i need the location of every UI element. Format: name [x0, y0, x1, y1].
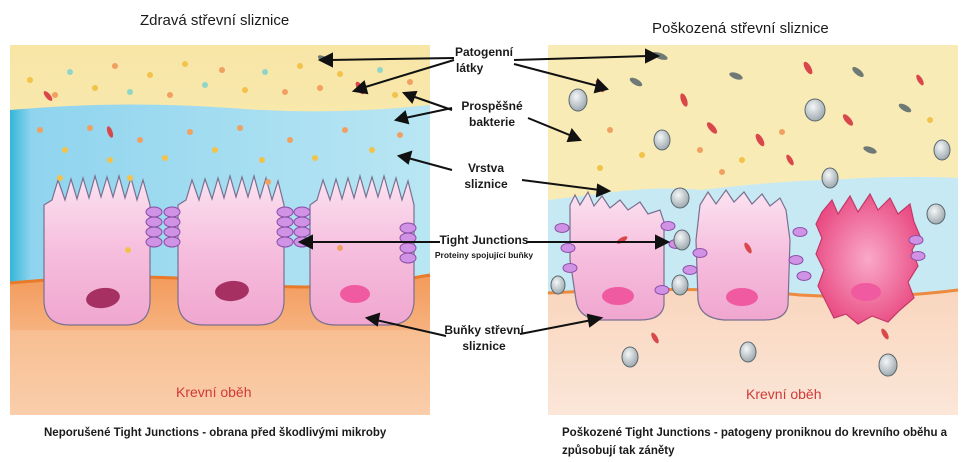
tight-junction [399, 222, 417, 264]
cell-nucleus [340, 285, 370, 303]
healthy-panel [9, 45, 431, 415]
beneficial-bacteria [27, 61, 413, 253]
label-epithelial-cells: Buňky střevní sliznice [436, 322, 532, 354]
label-beneficial-line2: bakterie [468, 115, 516, 129]
label-pathogens: Patogenní látky [444, 44, 524, 76]
epithelial-cell [177, 173, 285, 326]
caption-damaged-line1: Poškozené Tight Junctions - patogeny pro… [562, 427, 948, 439]
cell-nucleus [86, 287, 120, 309]
damaged-panel-title: Poškozená střevní sliznice [652, 20, 829, 37]
caption-damaged: Poškozené Tight Junctions - patogeny pro… [562, 424, 962, 460]
blood-label-healthy: Krevní oběh [176, 384, 252, 400]
label-cells-line2: sliznice [462, 339, 506, 353]
beneficial-bacteria [597, 117, 933, 175]
epithelial-cell [309, 173, 415, 326]
healthy-panel-title: Zdravá střevní sliznice [140, 12, 290, 29]
cell-nucleus [602, 287, 634, 305]
label-mucus-layer: Vrstva sliznice [446, 160, 526, 192]
epithelial-cell [43, 173, 151, 326]
label-cells-line1: Buňky střevní [444, 323, 524, 337]
label-beneficial-line1: Prospěšné [461, 99, 523, 113]
blood-lower [10, 330, 430, 415]
blood-label-damaged: Krevní oběh [746, 386, 822, 402]
label-mucus-line2: sliznice [464, 177, 508, 191]
label-tight-junctions-sub: Proteiny spojující buňky [434, 250, 534, 260]
caption-healthy: Neporušené Tight Junctions - obrana před… [44, 427, 387, 439]
damaged-epithelial-cell [695, 188, 791, 321]
tight-junction [276, 206, 311, 248]
callout-arrows [297, 48, 671, 337]
damaged-panel [547, 45, 959, 415]
cell-nucleus [215, 280, 249, 302]
cell-nucleus [726, 288, 758, 306]
pathogen-particles [550, 88, 951, 377]
cell-nucleus [851, 283, 881, 301]
label-tight-junctions: Tight Junctions [439, 233, 529, 247]
label-pathogens-line2: látky [456, 61, 484, 75]
caption-damaged-line2: způsobují tak záněty [562, 445, 675, 457]
label-pathogens-line1: Patogenní [454, 45, 513, 59]
label-mucus-line1: Vrstva [467, 161, 505, 175]
damaged-epithelial-cell [569, 190, 665, 321]
label-beneficial-bacteria: Prospěšné bakterie [452, 98, 532, 130]
tight-junction [145, 206, 181, 248]
inflamed-epithelial-cell [815, 192, 921, 325]
